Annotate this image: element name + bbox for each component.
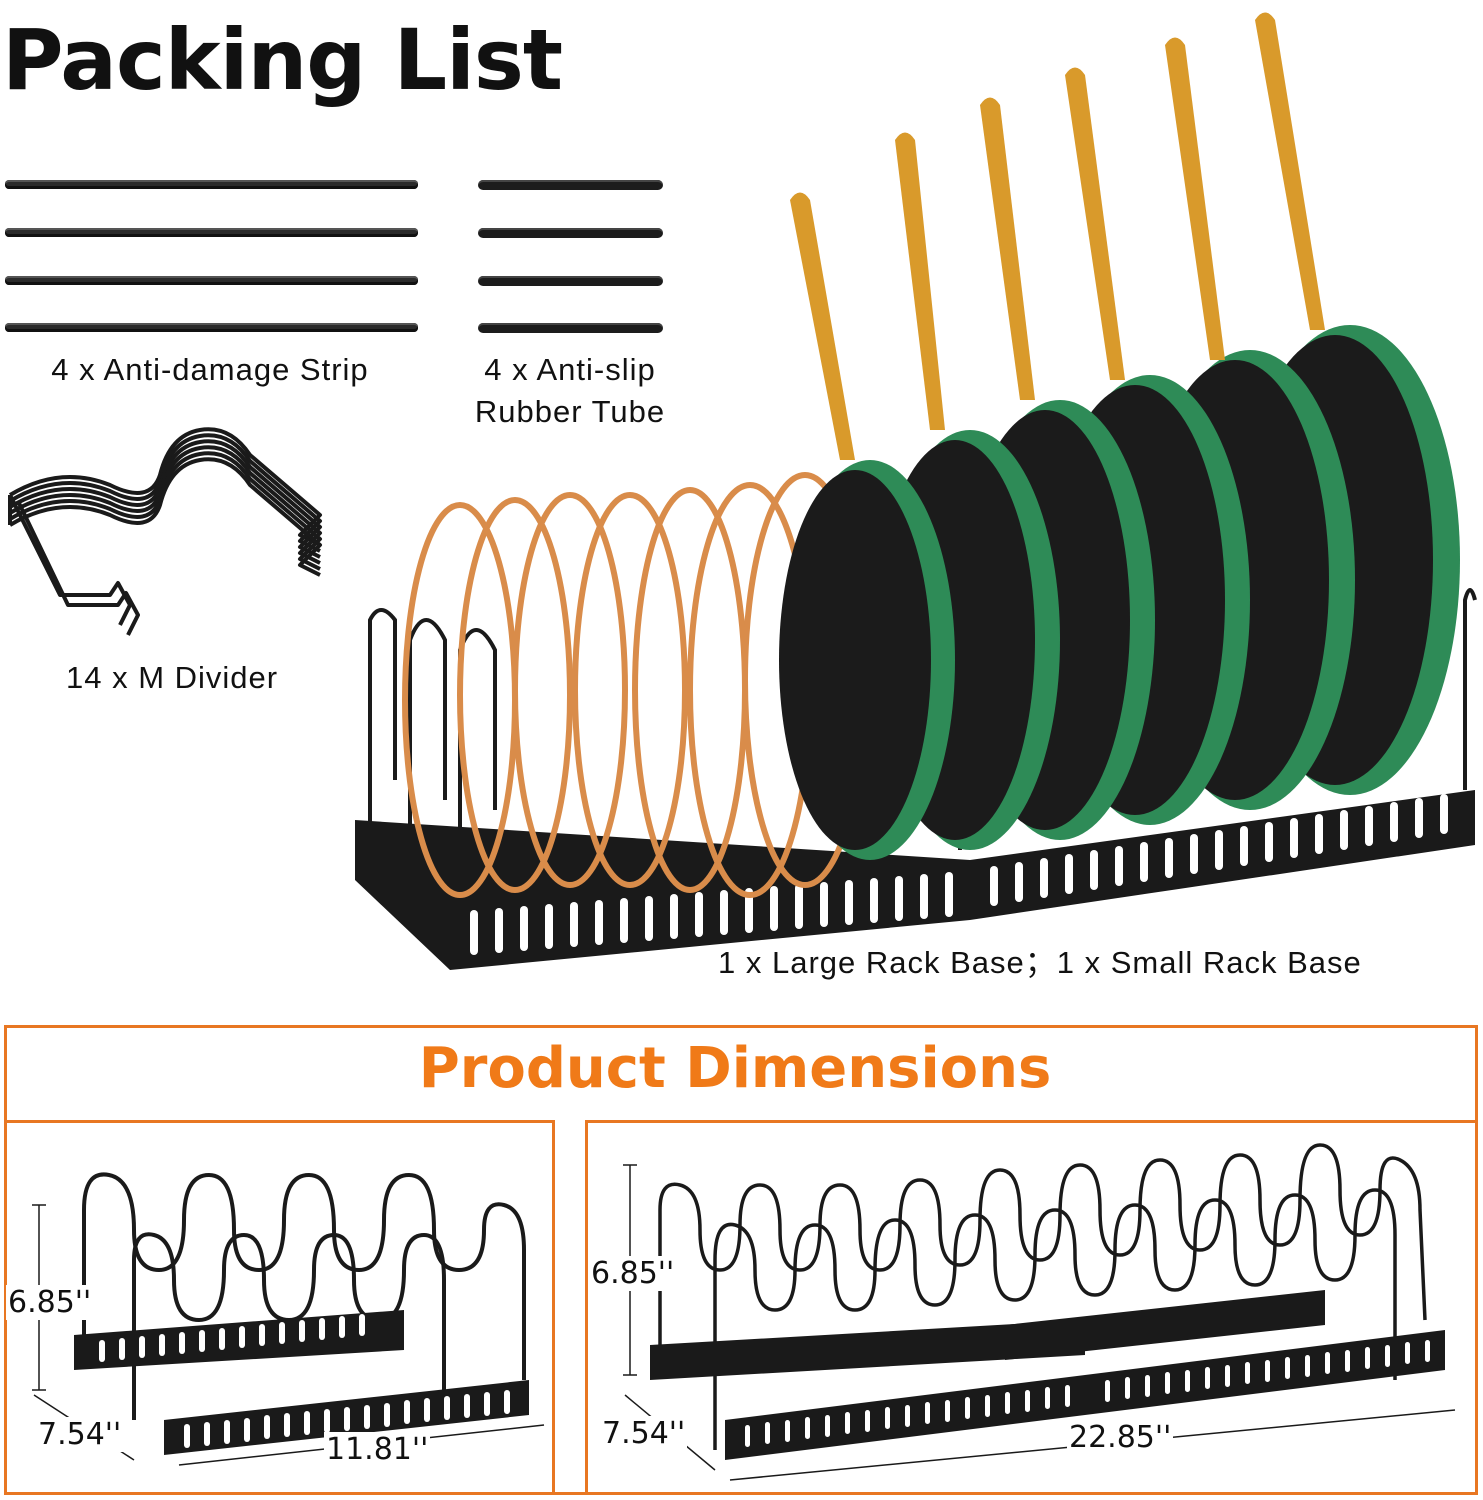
large-rack-panel xyxy=(585,1120,1478,1495)
tube-label-line1: 4 x Anti-slip xyxy=(484,352,656,387)
small-width-label: 11.81'' xyxy=(324,1432,431,1467)
divider-label: 14 x M Divider xyxy=(66,660,279,695)
pan-rack-illustration xyxy=(355,12,1477,970)
small-height-label: 6.85'' xyxy=(6,1285,94,1320)
base-label: 1 x Large Rack Base；1 x Small Rack Base xyxy=(718,945,1362,980)
packing-list-title: Packing List xyxy=(2,11,563,109)
glass-lids xyxy=(402,472,868,898)
large-height-label: 6.85'' xyxy=(589,1256,677,1291)
large-rack-illustration xyxy=(623,1143,1456,1481)
tube-label-line2: Rubber Tube xyxy=(474,394,666,429)
frying-pans xyxy=(779,12,1460,860)
rack-base-slots xyxy=(470,794,1448,955)
large-width-label: 22.85'' xyxy=(1067,1420,1174,1455)
strip-label: 4 x Anti-damage Strip xyxy=(51,352,369,387)
small-rack-illustration xyxy=(32,1172,545,1466)
m-divider-illustration xyxy=(8,427,322,636)
small-rack-panel xyxy=(4,1120,555,1495)
dimensions-title: Product Dimensions xyxy=(418,1036,1052,1101)
large-depth-label: 7.54'' xyxy=(600,1416,688,1451)
small-depth-label: 7.54'' xyxy=(36,1417,124,1452)
